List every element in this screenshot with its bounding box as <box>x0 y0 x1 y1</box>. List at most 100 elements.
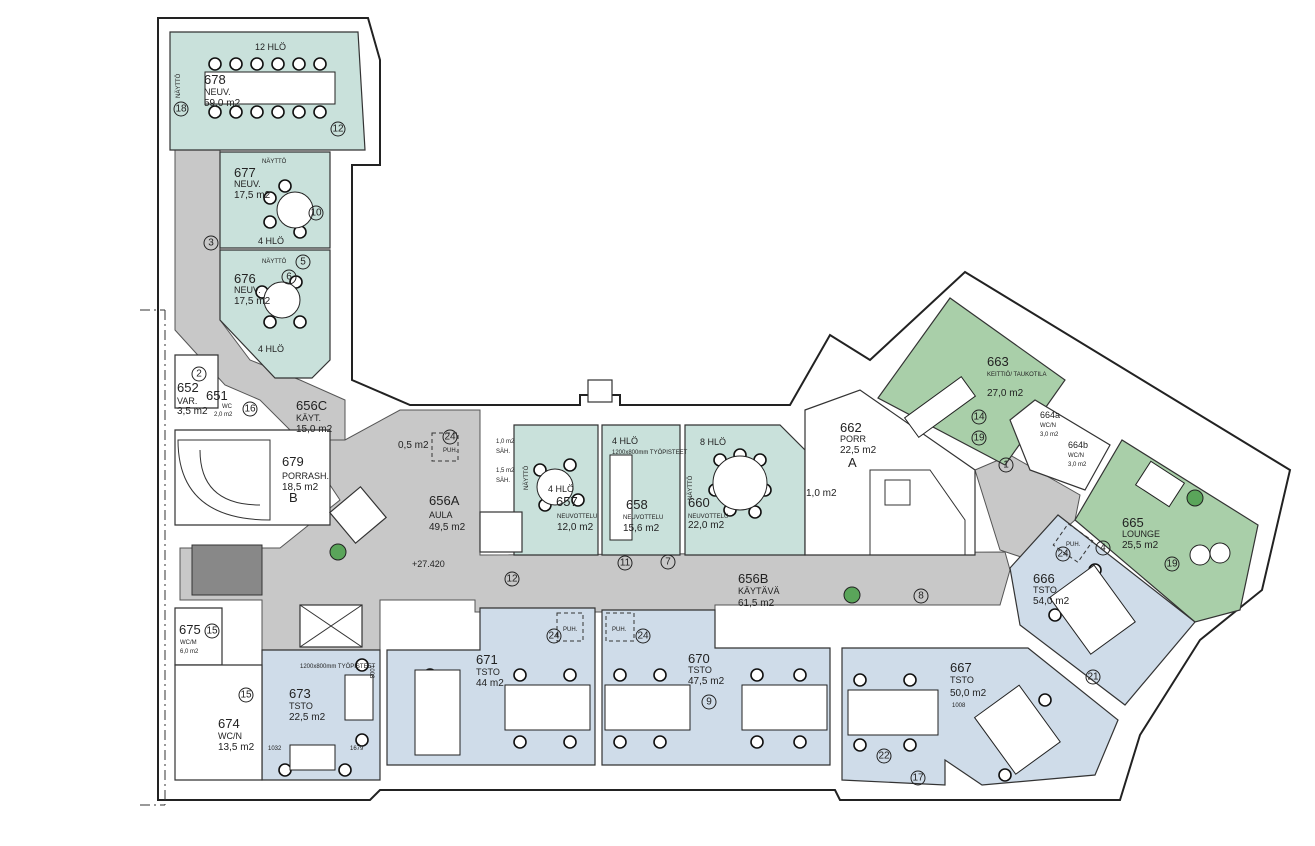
chair-icon <box>903 673 917 687</box>
room-name: WC/N <box>1068 453 1084 459</box>
chimney <box>587 379 613 403</box>
phone-booth <box>431 432 459 462</box>
marker: 11 <box>617 555 633 571</box>
marker-number: 1 <box>1003 460 1009 471</box>
room-name: LOUNGE <box>1122 529 1160 539</box>
desk-cluster <box>847 689 939 736</box>
marker-number: 24 <box>548 631 560 642</box>
room-number: 656C <box>296 398 327 413</box>
room-number: 658 <box>626 497 648 512</box>
marker-number: 5 <box>300 257 306 268</box>
chair-icon <box>613 735 627 749</box>
elevator-shaft <box>299 485 523 648</box>
marker-number: 17 <box>912 773 924 784</box>
marker: 19 <box>971 430 987 446</box>
marker-number: 3 <box>208 238 214 249</box>
marker-number: 16 <box>244 404 256 415</box>
room-652 <box>174 354 219 409</box>
chair-icon <box>355 733 369 747</box>
marker-number: 24 <box>637 631 649 642</box>
marker-number: 19 <box>973 433 985 444</box>
chair-icon <box>292 105 306 119</box>
chair-icon <box>338 763 352 777</box>
desk-cluster <box>504 684 591 731</box>
room-name: TSTO <box>950 675 974 685</box>
room-area: 54,0 m2 <box>1033 596 1070 607</box>
dimension-label: 1032 <box>268 746 282 752</box>
room-number: 670 <box>688 651 710 666</box>
marker: 18 <box>173 101 189 117</box>
chair-icon <box>653 668 667 682</box>
marker: 1 <box>998 457 1014 473</box>
chair-icon <box>513 735 527 749</box>
room-number: 667 <box>950 660 972 675</box>
room-674 <box>174 664 263 781</box>
room-664 <box>1009 399 1111 491</box>
marker: 3 <box>203 235 219 251</box>
chair-icon <box>613 668 627 682</box>
phone-booth-label: PUH. <box>563 627 578 633</box>
marker: 17 <box>910 770 926 786</box>
room-name: WC/N <box>1040 423 1056 429</box>
elevation-label: +27.420 <box>412 559 445 569</box>
table-665 <box>1134 460 1186 508</box>
chair-icon <box>653 735 667 749</box>
capacity-label: 12 HLÖ <box>255 42 286 52</box>
marker: 8 <box>913 588 929 604</box>
room-name: AULA <box>429 510 453 520</box>
plant-icon <box>329 543 347 561</box>
room-number: 678 <box>204 72 226 87</box>
chair-icon <box>229 105 243 119</box>
room-area: 1,5 m2 <box>496 468 515 474</box>
dimension-label: 1679 <box>350 746 364 752</box>
room-name: PORRASH. <box>282 471 329 481</box>
marker: 24 <box>635 628 651 644</box>
room-area: 22,5 m2 <box>289 712 326 723</box>
chair-icon <box>278 763 292 777</box>
table-665-round <box>1209 542 1231 564</box>
room-name: NEUVOTTELU <box>623 515 663 521</box>
desk-cluster <box>973 684 1061 775</box>
marker-number: 2 <box>196 369 202 380</box>
room-name: NEUVOTTELU <box>557 514 597 520</box>
table-665-round <box>1189 544 1211 566</box>
room-number: 652 <box>177 380 199 395</box>
room-area: 22,5 m2 <box>840 445 877 456</box>
table-677 <box>276 191 314 229</box>
table-663 <box>903 376 977 438</box>
marker: 15 <box>238 687 254 703</box>
chair-icon <box>793 735 807 749</box>
chair-icon <box>998 768 1012 782</box>
dimension-label: 1008 <box>952 703 966 709</box>
marker-number: 7 <box>665 557 671 568</box>
room-number: 675 <box>179 622 201 637</box>
room-area: 0,5 m2 <box>398 440 429 451</box>
chair-icon <box>563 458 577 472</box>
desk-cluster <box>1048 564 1136 655</box>
marker: 19 <box>1164 556 1180 572</box>
desk-cluster <box>741 684 828 731</box>
display-label: NÄYTTÖ <box>262 158 287 165</box>
chair-icon <box>853 673 867 687</box>
closet-area: 1,0 m2 <box>806 488 837 499</box>
room-number: 664a <box>1040 410 1060 420</box>
room-name: NEUV. <box>234 285 261 295</box>
room-name: SÄH. <box>496 477 510 484</box>
chair-icon <box>271 105 285 119</box>
chair-icon <box>750 735 764 749</box>
display-label: NÄYTTÖ <box>523 465 530 490</box>
phone-booth <box>605 612 635 642</box>
desk-cluster <box>344 674 374 721</box>
room-area: 2,0 m2 <box>214 412 233 418</box>
capacity-label: 4 HLÖ <box>258 236 284 246</box>
room-name: SÄH. <box>496 448 510 455</box>
chair-icon <box>750 668 764 682</box>
room-number: 679 <box>282 454 304 469</box>
room-number: 651 <box>206 388 228 403</box>
stair-flight <box>191 544 263 596</box>
room-number: 656B <box>738 571 768 586</box>
room-labels: 12 HLÖ 678 NEUV. 59,0 m2 NÄYTTÖ NÄYTTÖ 6… <box>175 42 1160 753</box>
corridor-656b <box>179 409 1011 651</box>
capacity-label: 4 HLÖ <box>548 484 574 494</box>
